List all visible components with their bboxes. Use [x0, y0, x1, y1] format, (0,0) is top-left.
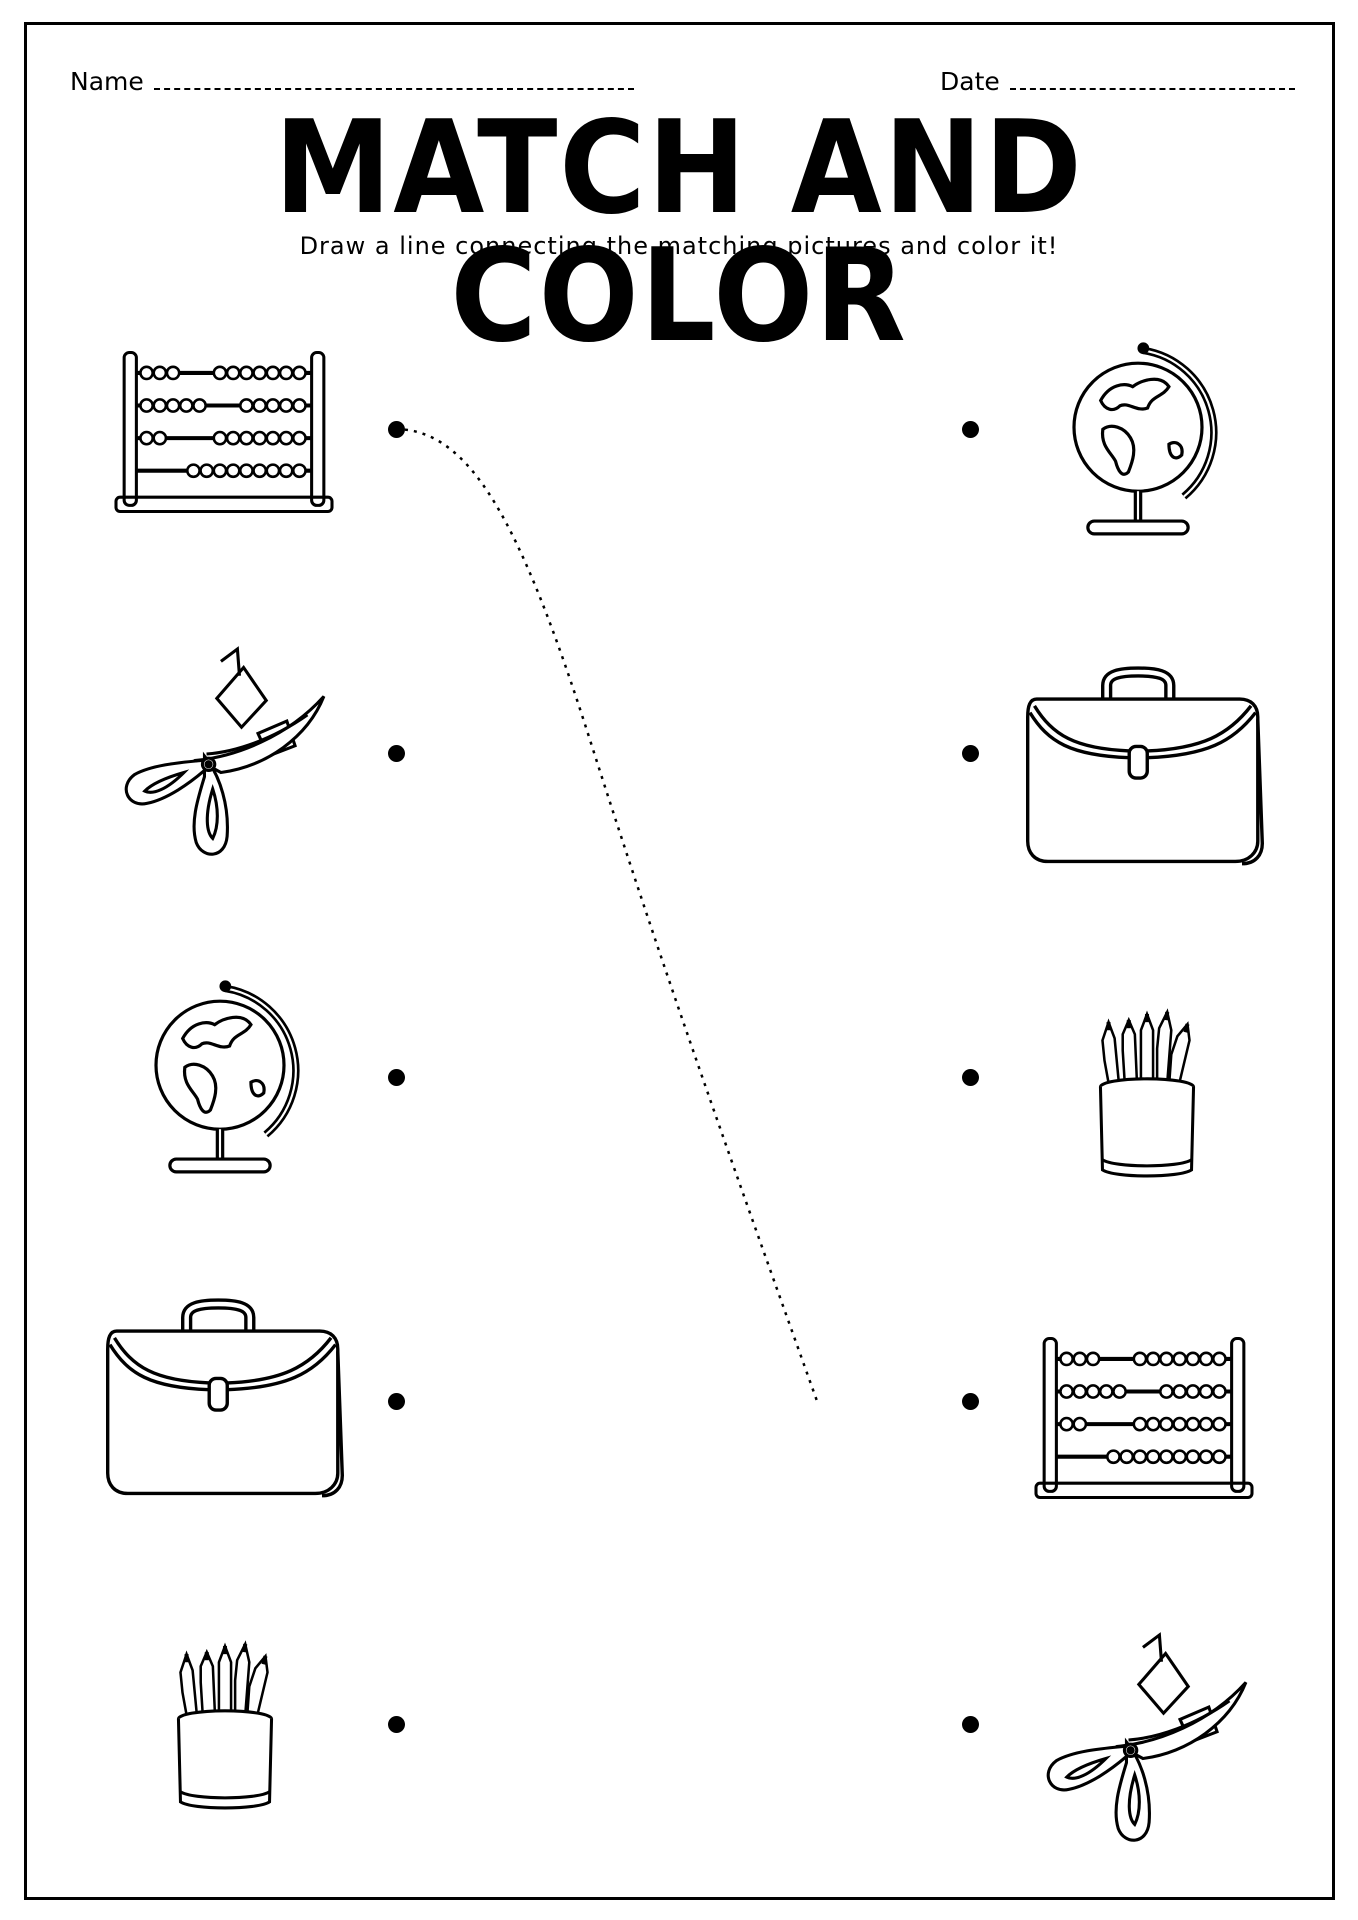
abacus-icon [116, 352, 332, 512]
pencil-cup-icon [1088, 1010, 1206, 1180]
left-dot-1[interactable] [388, 421, 405, 438]
date-label: Date [940, 67, 1000, 96]
date-field[interactable]: Date [940, 66, 1295, 96]
worksheet-border [24, 22, 1335, 1900]
name-field[interactable]: Name [70, 66, 634, 96]
right-dot-2[interactable] [962, 745, 979, 762]
scissors-icon [124, 647, 326, 856]
left-dot-5[interactable] [388, 1716, 405, 1733]
left-dot-3[interactable] [388, 1069, 405, 1086]
briefcase-icon [100, 1304, 350, 1498]
abacus-icon [1036, 1338, 1252, 1498]
right-dot-3[interactable] [962, 1069, 979, 1086]
instructions: Draw a line connecting the matching pict… [299, 232, 1059, 260]
right-dot-5[interactable] [962, 1716, 979, 1733]
date-blank[interactable] [1009, 66, 1295, 90]
name-label: Name [70, 67, 144, 96]
right-dot-4[interactable] [962, 1393, 979, 1410]
page-title: MATCH AND COLOR [274, 94, 1084, 371]
scissors-icon [1046, 1633, 1248, 1842]
pencil-cup-icon [166, 1642, 284, 1812]
globe-icon [1058, 340, 1218, 540]
left-dot-2[interactable] [388, 745, 405, 762]
globe-icon [140, 978, 300, 1178]
name-blank[interactable] [153, 66, 634, 90]
briefcase-icon [1020, 672, 1270, 866]
left-dot-4[interactable] [388, 1393, 405, 1410]
right-dot-1[interactable] [962, 421, 979, 438]
